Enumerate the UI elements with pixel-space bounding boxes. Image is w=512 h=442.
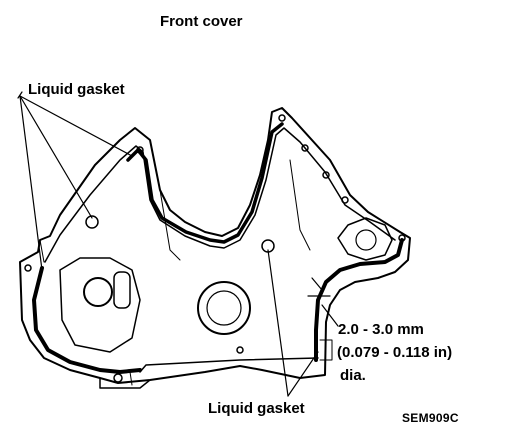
- leader-lines-bottom: [267, 249, 319, 397]
- bead-size-mm: 2.0 - 3.0 mm: [338, 321, 424, 338]
- right-upper-pocket: [337, 217, 393, 261]
- liquid-gasket-bead-top: [126, 122, 284, 244]
- liquid-gasket-bead-right: [314, 238, 404, 362]
- crank-seal-inner: [206, 290, 242, 326]
- leader-lines-top: [17, 91, 133, 271]
- cover-detail-lines: [39, 159, 333, 386]
- liquid-gasket-label-bottom: Liquid gasket: [208, 400, 305, 417]
- left-bore-boss: [113, 271, 131, 309]
- figure-title: Front cover: [160, 13, 243, 30]
- cover-bottom-ledge: [99, 357, 319, 389]
- bead-size-suffix: dia.: [340, 367, 366, 384]
- cover-left-recess: [59, 257, 141, 353]
- gasket-channel-inner: [44, 127, 396, 263]
- bolt-holes: [24, 114, 406, 383]
- dimension-leader: [307, 277, 339, 327]
- right-pocket-bore: [355, 229, 377, 251]
- bead-size-in: (0.079 - 0.118 in): [337, 344, 453, 361]
- crank-seal-bore: [197, 281, 251, 335]
- liquid-gasket-bead-left: [32, 266, 142, 374]
- cover-outline: [19, 107, 411, 384]
- figure-code: SEM909C: [402, 411, 459, 425]
- liquid-gasket-label-top: Liquid gasket: [28, 81, 125, 98]
- left-bore: [83, 277, 113, 307]
